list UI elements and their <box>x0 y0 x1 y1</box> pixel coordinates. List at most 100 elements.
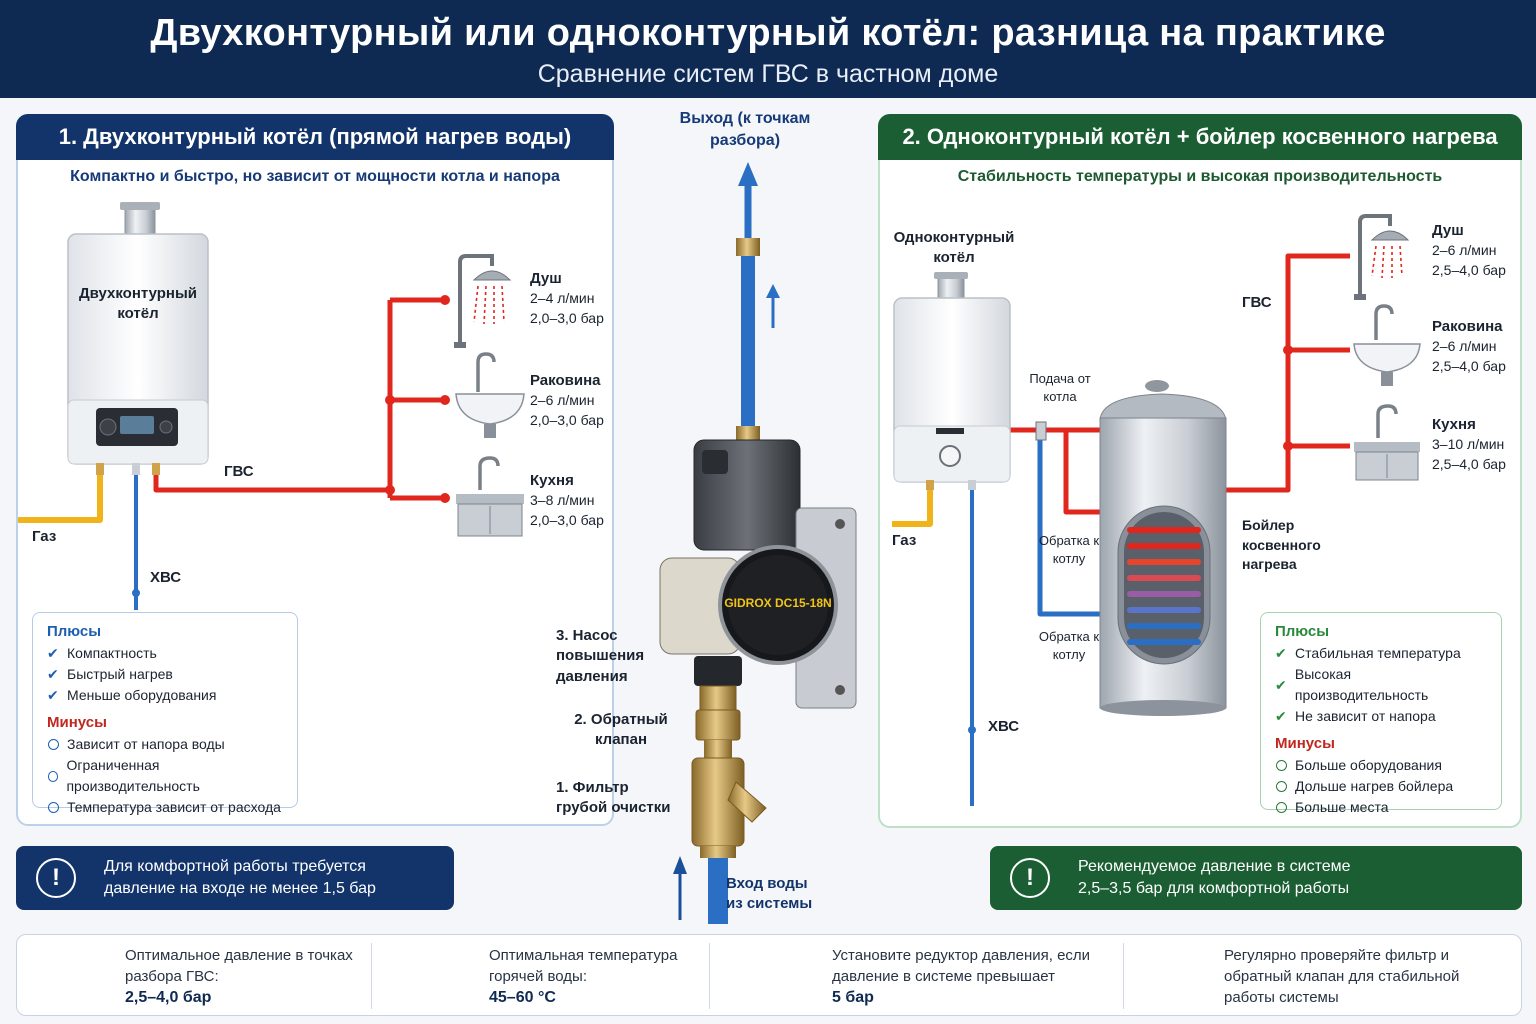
fixture-name: Раковина <box>530 372 601 389</box>
tips-footer: Оптимальное давление в точках разбора ГВ… <box>16 934 1522 1016</box>
fixture-pressure: 2,0–3,0 бар <box>530 411 604 428</box>
check-icon: ✔ <box>47 645 59 661</box>
pros-heading: Плюсы <box>47 623 102 640</box>
pro-item: ✔Стабильная температура <box>1275 643 1487 664</box>
right-pros-cons-box: Плюсы ✔Стабильная температура ✔Высокая п… <box>1260 612 1502 815</box>
left-panel-subtitle: Компактно и быстро, но зависит от мощнос… <box>70 168 560 185</box>
left-cold-pipe <box>132 470 140 610</box>
right-fixture-kitchen: Кухня 3–10 л/мин 2,5–4,0 бар <box>1432 414 1506 474</box>
con-item: Ограниченная производительность <box>47 755 283 797</box>
tank-label: Бойлер косвенного нагрева <box>1242 517 1321 573</box>
supply-label: Подача от котла <box>1029 371 1091 405</box>
left-hvs-label: ХВС <box>150 569 182 586</box>
left-notice: ! Для комфортной работы требуется давлен… <box>16 846 454 910</box>
pump-label: 3. Насос повышения давления <box>556 627 645 685</box>
right-gas-label: Газ <box>892 532 917 549</box>
tip-value: 2,5–4,0 бар <box>125 988 212 1006</box>
center-pipe-top <box>736 238 760 446</box>
fixture-pressure: 2,5–4,0 бар <box>1432 455 1506 472</box>
check-valve-label: 2. Обратный клапан <box>574 711 668 749</box>
con-item: Больше места <box>1275 797 1487 818</box>
tip-temperature: Оптимальная температура горячей воды:45–… <box>489 946 678 1006</box>
pro-item: ✔Не зависит от напора <box>1275 706 1487 727</box>
fixture-flow: 2–6 л/мин <box>1432 338 1497 354</box>
pros-heading: Плюсы <box>1275 623 1330 640</box>
right-kitchen-sink-icon <box>1354 404 1420 481</box>
pro-item: ✔Компактность <box>47 643 283 664</box>
tip-pressure: Оптимальное давление в точках разбора ГВ… <box>125 946 353 1006</box>
right-return-pipes <box>1037 440 1104 617</box>
header-banner: Двухконтурный или одноконтурный котёл: р… <box>0 0 1536 98</box>
indirect-heating-tank <box>1099 380 1227 716</box>
pro-item: ✔Быстрый нагрев <box>47 664 283 685</box>
left-gvs-label: ГВС <box>224 463 254 480</box>
check-valve <box>694 656 742 758</box>
left-fixture-kitchen: Кухня 3–8 л/мин 2,0–3,0 бар <box>530 470 604 530</box>
fixture-pressure: 2,0–3,0 бар <box>530 511 604 528</box>
fixture-pressure: 2,5–4,0 бар <box>1432 261 1506 278</box>
fixture-name: Душ <box>530 270 562 287</box>
fixture-flow: 3–10 л/мин <box>1432 436 1505 452</box>
minus-circle-icon <box>48 770 59 782</box>
check-icon: ✔ <box>1275 676 1287 693</box>
minus-circle-icon <box>48 739 59 750</box>
left-pros-cons-box: Плюсы ✔Компактность ✔Быстрый нагрев ✔Мен… <box>32 612 298 815</box>
left-kitchen-sink-icon <box>456 456 524 537</box>
left-boiler-label: Двухконтурный котёл <box>78 285 198 323</box>
right-panel-subtitle: Стабильность температуры и высокая произ… <box>957 168 1443 185</box>
right-gvs-label: ГВС <box>1242 294 1272 311</box>
divider <box>709 943 710 1009</box>
right-shower-icon <box>1354 214 1410 300</box>
left-notice-text: Для комфортной работы требуется давление… <box>104 857 376 897</box>
fixture-name: Раковина <box>1432 318 1503 335</box>
right-notice-text: Рекомендуемое давление в системе 2,5–3,5… <box>1078 857 1351 897</box>
output-arrow <box>738 162 780 328</box>
pro-item: ✔Высокая производительность <box>1275 666 1429 703</box>
right-panel-title: 2. Одноконтурный котёл + бойлер косвенно… <box>878 114 1522 160</box>
info-icon: ! <box>1010 858 1050 898</box>
pro-item: ✔Меньше оборудования <box>47 685 283 706</box>
minus-circle-icon <box>1276 802 1287 813</box>
divider <box>1123 943 1124 1009</box>
return-label-lower: Обратка к котлу <box>1038 629 1100 663</box>
output-label: Выход (к точкам разбора) <box>679 110 811 150</box>
left-fixture-sink: Раковина 2–6 л/мин 2,0–3,0 бар <box>530 370 604 430</box>
pressure-pump <box>659 439 857 709</box>
right-cold-pipe <box>968 484 976 806</box>
page-title: Двухконтурный или одноконтурный котёл: р… <box>150 12 1386 54</box>
left-gas-label: Газ <box>32 528 57 545</box>
check-icon: ✔ <box>1275 645 1287 661</box>
right-fixture-shower: Душ 2–6 л/мин 2,5–4,0 бар <box>1432 220 1506 280</box>
coarse-filter <box>691 757 767 858</box>
return-label-upper: Обратка к котлу <box>1038 533 1100 567</box>
tip-maintenance: Регулярно проверяйте фильтр и обратный к… <box>1224 946 1460 1006</box>
left-panel-title: 1. Двухконтурный котёл (прямой нагрев во… <box>16 114 614 160</box>
right-hot-pipes <box>1226 253 1350 493</box>
right-supply-pipes <box>1010 421 1104 515</box>
con-item: Дольше нагрев бойлера <box>1275 776 1487 797</box>
single-circuit-boiler <box>893 272 1011 490</box>
check-icon: ✔ <box>1275 708 1287 724</box>
fixture-flow: 2–6 л/мин <box>530 392 595 408</box>
left-gas-pipe <box>18 470 103 523</box>
cons-heading: Минусы <box>1275 735 1335 752</box>
con-item: Температура зависит от расхода <box>47 797 283 818</box>
fixture-pressure: 2,5–4,0 бар <box>1432 357 1506 374</box>
right-sink-icon <box>1353 304 1421 386</box>
input-arrow <box>673 856 728 924</box>
tip-value: 5 бар <box>832 988 874 1006</box>
tip-reducer: Установите редуктор давления, если давле… <box>832 946 1091 1006</box>
right-gas-pipe <box>892 484 933 527</box>
check-icon: ✔ <box>47 687 59 703</box>
minus-circle-icon <box>48 802 59 813</box>
fixture-name: Душ <box>1432 222 1464 239</box>
left-shower-icon <box>454 254 512 348</box>
left-fixture-shower: Душ 2–4 л/мин 2,0–3,0 бар <box>530 268 604 328</box>
right-fixture-sink: Раковина 2–6 л/мин 2,5–4,0 бар <box>1432 316 1506 376</box>
double-circuit-boiler <box>67 202 209 475</box>
fixture-name: Кухня <box>530 472 574 489</box>
filter-label: 1. Фильтр грубой очистки <box>556 779 671 817</box>
divider <box>371 943 372 1009</box>
input-label: Вход воды из системы <box>726 875 813 913</box>
